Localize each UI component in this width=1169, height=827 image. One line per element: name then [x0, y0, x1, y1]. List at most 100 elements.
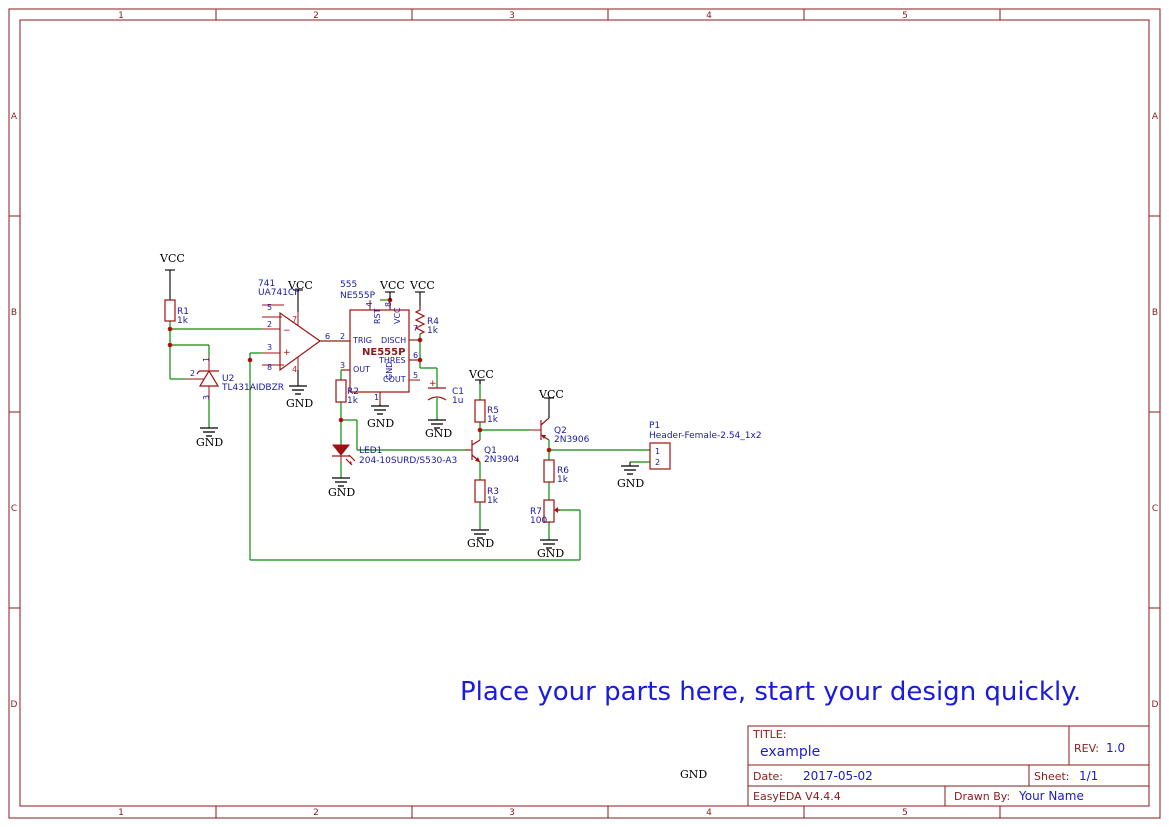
- stray-gnd-label: GND: [680, 768, 707, 781]
- svg-text:8: 8: [384, 302, 393, 307]
- col-label-bottom-2: 2: [313, 808, 319, 818]
- vcc-symbol-r4: VCC: [409, 279, 435, 306]
- svg-text:VCC: VCC: [468, 368, 494, 381]
- col-label-top-4: 4: [706, 11, 712, 21]
- row-label-left-b: B: [11, 308, 17, 318]
- svg-text:Header-Female-2.54_1x2: Header-Female-2.54_1x2: [649, 431, 762, 441]
- svg-text:VCC: VCC: [159, 252, 185, 265]
- svg-text:GND: GND: [385, 362, 394, 380]
- svg-text:1k: 1k: [347, 396, 359, 406]
- gnd-symbol-opamp: GND: [286, 370, 313, 410]
- date-value: 2017-05-02: [803, 769, 873, 783]
- svg-text:VCC: VCC: [379, 279, 405, 292]
- sheet-label: Sheet:: [1034, 770, 1070, 783]
- svg-text:COUT: COUT: [383, 375, 406, 384]
- svg-text:5: 5: [267, 303, 272, 312]
- opamp-u1: 2 3 6 5 8 7 4 − + 741 UA741CP: [258, 279, 335, 374]
- row-label-right-c: C: [1152, 504, 1158, 514]
- svg-text:4: 4: [365, 302, 374, 307]
- row-label-left-c: C: [11, 504, 17, 514]
- svg-text:6: 6: [413, 351, 418, 360]
- svg-text:VCC: VCC: [538, 388, 564, 401]
- svg-text:R3: R3: [487, 487, 499, 497]
- transistor-q1: Q1 2N3904: [465, 439, 520, 465]
- shunt-regulator-u2: 1 2 3 U2 TL431AIDBZR: [186, 356, 284, 400]
- svg-text:555: 555: [340, 280, 357, 290]
- title-label: TITLE:: [752, 728, 786, 741]
- svg-text:GND: GND: [467, 537, 494, 550]
- svg-text:VCC: VCC: [393, 307, 402, 324]
- svg-text:GND: GND: [328, 486, 355, 499]
- row-label-right-a: A: [1152, 112, 1159, 122]
- resistor-r1: R1 1k: [164, 299, 189, 326]
- svg-text:VCC: VCC: [287, 279, 313, 292]
- svg-text:2N3904: 2N3904: [484, 455, 520, 465]
- svg-text:2: 2: [190, 369, 195, 378]
- svg-text:GND: GND: [286, 397, 313, 410]
- svg-text:5: 5: [413, 371, 418, 380]
- svg-text:1k: 1k: [487, 415, 499, 425]
- gnd-symbol-r3: GND: [467, 529, 494, 550]
- svg-text:1k: 1k: [427, 326, 439, 336]
- svg-text:DISCH: DISCH: [381, 336, 406, 345]
- gnd-symbol-555: GND: [367, 392, 394, 430]
- row-label-right-d: D: [1152, 700, 1159, 710]
- timer-ic-u3: 4 8 2 7 6 3 5 1 RST VCC TRIG DISCH THRES…: [335, 280, 420, 404]
- svg-text:R4: R4: [427, 317, 439, 327]
- svg-text:4: 4: [292, 365, 297, 374]
- gnd-symbol-r7: GND: [537, 539, 564, 560]
- row-label-left-d: D: [11, 700, 18, 710]
- vcc-symbol-q2: VCC: [538, 388, 564, 418]
- svg-text:GND: GND: [425, 427, 452, 440]
- svg-text:741: 741: [258, 279, 275, 289]
- svg-text:VCC: VCC: [409, 279, 435, 292]
- svg-text:100: 100: [530, 516, 547, 526]
- svg-text:+: +: [283, 348, 291, 358]
- svg-text:NE555P: NE555P: [340, 291, 376, 301]
- svg-text:R7: R7: [530, 507, 542, 517]
- col-label-bottom-4: 4: [706, 808, 712, 818]
- svg-text:R1: R1: [177, 307, 189, 317]
- vcc-symbol-r5: VCC: [468, 368, 494, 384]
- capacitor-c1: + C1 1u: [427, 379, 464, 406]
- sheet-value: 1/1: [1079, 769, 1098, 783]
- svg-text:3: 3: [202, 395, 211, 400]
- resistor-r5: R5 1k: [474, 399, 499, 425]
- svg-text:RST: RST: [373, 308, 382, 324]
- svg-text:TL431AIDBZR: TL431AIDBZR: [221, 383, 284, 393]
- resistor-r4: R4 1k: [414, 306, 439, 336]
- svg-text:R5: R5: [487, 406, 499, 416]
- svg-text:7: 7: [413, 324, 418, 333]
- drawn-by-value: Your Name: [1018, 789, 1084, 803]
- svg-text:UA741CP: UA741CP: [258, 288, 300, 298]
- svg-text:THRES: THRES: [378, 356, 406, 365]
- potentiometer-r7: R7 100: [530, 499, 560, 526]
- svg-text:1k: 1k: [557, 475, 569, 485]
- vcc-symbol-555: VCC: [379, 279, 405, 300]
- svg-text:+: +: [429, 379, 437, 389]
- col-label-top-1: 1: [118, 11, 124, 21]
- svg-text:TRIG: TRIG: [352, 336, 372, 345]
- svg-text:OUT: OUT: [353, 365, 370, 374]
- vcc-symbols: VCC VCC VCC VCC VCC VCC: [159, 252, 564, 418]
- svg-text:3: 3: [267, 343, 272, 352]
- row-label-left-a: A: [11, 112, 18, 122]
- svg-text:R6: R6: [557, 466, 569, 476]
- col-label-bottom-1: 1: [118, 808, 124, 818]
- svg-text:1: 1: [374, 393, 379, 402]
- svg-text:P1: P1: [649, 421, 660, 431]
- rev-value: 1.0: [1106, 741, 1125, 755]
- svg-text:2: 2: [267, 320, 272, 329]
- gnd-symbol-c1: GND: [425, 419, 452, 440]
- drawn-by-label: Drawn By:: [954, 790, 1010, 803]
- rev-label: REV:: [1074, 742, 1099, 755]
- col-label-bottom-3: 3: [509, 808, 515, 818]
- svg-text:2: 2: [655, 458, 660, 467]
- svg-text:1k: 1k: [177, 316, 189, 326]
- transistor-q2: Q2 2N3906: [530, 417, 590, 445]
- svg-text:NE555P: NE555P: [362, 347, 405, 358]
- svg-text:R2: R2: [347, 387, 359, 397]
- svg-text:Q1: Q1: [484, 446, 497, 456]
- svg-text:1k: 1k: [487, 496, 499, 506]
